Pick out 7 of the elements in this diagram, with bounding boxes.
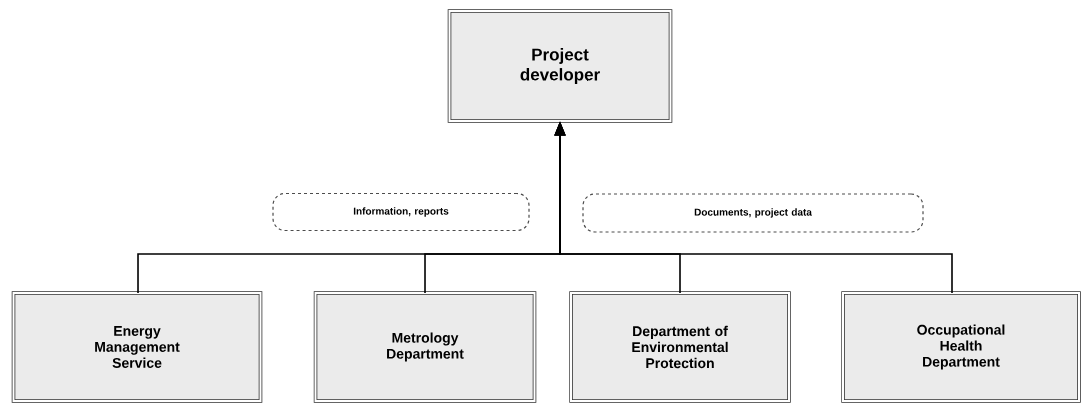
dashed-label-box: Information, reports bbox=[272, 192, 530, 232]
department-box: Occupational Health Department bbox=[841, 291, 1081, 403]
department-box: Metrology Department bbox=[313, 291, 537, 403]
department-box: Department of Environmental Protection bbox=[569, 291, 791, 403]
dashed-label-box: Documents, project data bbox=[582, 193, 924, 233]
department-box: Energy Management Service bbox=[11, 291, 263, 403]
process-box: Project developer bbox=[447, 9, 673, 123]
